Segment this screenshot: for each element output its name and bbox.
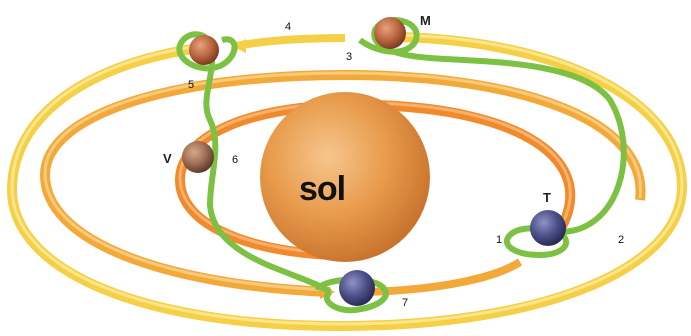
number-label-6: 6 <box>232 154 238 166</box>
planet-position-7 <box>339 270 375 306</box>
planet-earth-label: T <box>543 190 551 205</box>
planet-mars-label: M <box>420 13 431 28</box>
number-label-5: 5 <box>188 79 194 91</box>
number-label-2: 2 <box>618 234 624 246</box>
sun: sol <box>260 92 430 262</box>
number-label-7: 7 <box>402 297 408 309</box>
number-label-1: 1 <box>496 234 502 246</box>
number-label-3: 3 <box>346 51 352 63</box>
planet-venus: V <box>163 141 214 173</box>
planet-earth: T <box>530 190 566 246</box>
planet-venus-label: V <box>163 151 172 166</box>
sun-label: sol <box>299 170 345 208</box>
planet-position-5 <box>189 35 219 65</box>
number-label-4: 4 <box>285 21 291 33</box>
